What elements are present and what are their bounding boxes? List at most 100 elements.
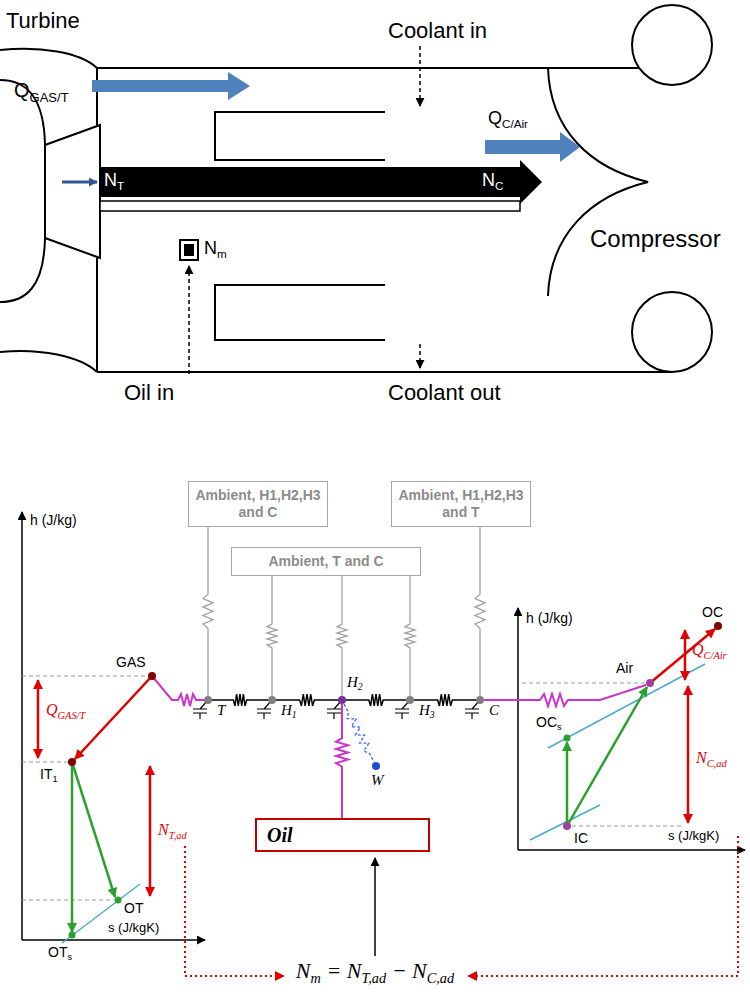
resistor-connector <box>346 694 406 706</box>
shaft <box>100 167 520 197</box>
heat-flow-label: QGAS/T <box>46 700 85 719</box>
turbine-wheel <box>45 125 100 258</box>
resistor-connector <box>336 704 348 818</box>
state-point <box>68 758 76 766</box>
heat-flow-label: QC/Air <box>488 108 528 130</box>
oil-box: Oil <box>255 818 430 852</box>
water-jacket <box>215 285 385 340</box>
node-label: W <box>371 772 384 789</box>
formula: Nm = NT,ad − NC,ad <box>296 958 454 984</box>
work-label: NC,ad <box>696 748 727 767</box>
oil-channel <box>100 201 520 211</box>
compressor-wheel <box>548 68 648 296</box>
state-point <box>69 932 76 939</box>
part-label: Compressor <box>590 225 721 254</box>
thermal-node: W <box>372 762 380 770</box>
flow-label: Coolant in <box>388 18 487 44</box>
coolant-arrow <box>419 46 421 106</box>
ambient-box: Ambient, H1,H2,H3 and C <box>188 481 328 527</box>
box-label: Ambient, H1,H2,H3 and C <box>195 487 321 521</box>
chart-axes <box>22 512 745 940</box>
water-jacket <box>215 112 385 160</box>
state-label: OT <box>124 900 143 917</box>
resistor-connector <box>337 576 347 696</box>
node-label: T <box>217 702 225 719</box>
dimension-arrow <box>149 766 152 896</box>
thermal-node: H3 <box>406 696 414 704</box>
thermal-node: C <box>476 696 484 704</box>
part-label: Turbine <box>6 8 80 34</box>
axis <box>22 939 205 941</box>
axis <box>21 512 23 940</box>
compressor-volute <box>632 292 712 372</box>
bearing-housing <box>97 68 672 372</box>
state-point <box>714 622 722 630</box>
heat-flow-label: QC/Air <box>692 640 727 659</box>
thermal-node: T <box>204 696 212 704</box>
red-arrows <box>38 629 715 896</box>
resistor-connector <box>267 576 277 696</box>
magenta-resistors <box>152 676 646 706</box>
power-label: Nm <box>204 238 227 260</box>
isobar <box>530 805 600 840</box>
dimension-arrow <box>684 630 687 680</box>
heat-flow-label: QGAS/T <box>14 78 69 102</box>
resistor-symbol <box>152 676 204 706</box>
formula-arrow <box>374 858 376 956</box>
bearing-box <box>180 240 198 260</box>
dimension-arrow <box>687 686 690 823</box>
bearing-box <box>184 244 194 256</box>
power-label: NT <box>104 170 124 192</box>
axis-label: s (J/kgK) <box>108 920 159 936</box>
power-label: NC <box>482 170 503 192</box>
resistor-symbol <box>484 685 646 706</box>
level-lines <box>22 676 684 900</box>
work-label: NT,ad <box>158 820 187 839</box>
oil-arrow <box>188 266 190 374</box>
axis <box>517 608 519 850</box>
shaft-arrow <box>520 160 542 204</box>
gas-arrow <box>62 181 97 184</box>
box-label: Oil <box>267 824 293 847</box>
state-label: OC <box>702 604 723 621</box>
ambient-box: Ambient, T and C <box>231 547 421 576</box>
dotted-link <box>468 836 738 976</box>
heat-flow-arrow <box>92 72 250 100</box>
state-point <box>115 897 122 904</box>
heat-arrow <box>75 676 152 759</box>
thermal-node: H1 <box>268 696 276 704</box>
state-point <box>148 672 156 680</box>
state-point <box>646 679 654 687</box>
dashed-line <box>522 683 684 826</box>
state-label: OCs <box>536 714 562 731</box>
turbine-volute <box>0 49 97 68</box>
process-arrow <box>566 742 569 826</box>
isobar <box>548 664 705 748</box>
node-label: H3 <box>419 702 435 719</box>
state-point <box>563 822 571 830</box>
resistor-connector <box>405 576 415 696</box>
box-label: Ambient, T and C <box>238 553 414 570</box>
turbine-volute <box>0 351 97 372</box>
node-label: H2 <box>347 674 363 691</box>
flow-label: Oil in <box>124 380 174 406</box>
housing-outline <box>0 5 712 372</box>
node-label: C <box>489 702 499 719</box>
state-points <box>68 622 722 939</box>
dotted-link <box>185 846 284 976</box>
axis-label: h (J/kg) <box>526 610 573 627</box>
heat-flow-arrow <box>485 132 580 162</box>
state-point <box>564 735 571 742</box>
coolant-arrow <box>419 344 421 368</box>
state-label: IC <box>574 830 588 847</box>
node-label: H1 <box>281 702 297 719</box>
resistor-connector <box>203 527 213 696</box>
green-arrows <box>72 687 647 932</box>
flow-arrows <box>189 46 420 374</box>
state-label: IT1 <box>40 766 58 783</box>
process-arrow <box>71 762 74 932</box>
state-label: OTs <box>48 944 72 961</box>
